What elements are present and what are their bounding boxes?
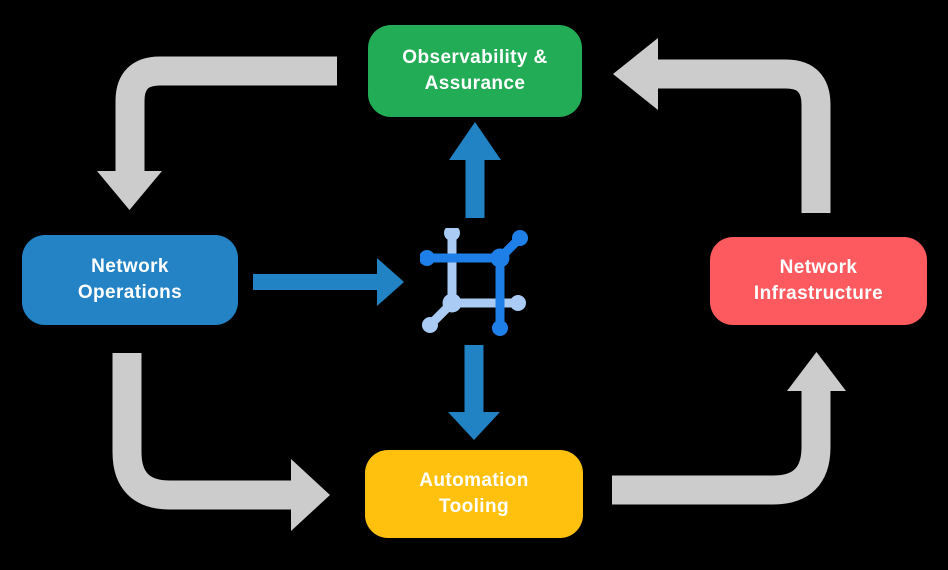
node-automation-tooling: Automation Tooling xyxy=(365,450,583,538)
blue-arrow-center-to-observability-icon xyxy=(449,122,501,218)
blue-arrow-center-to-automation-icon xyxy=(448,345,500,440)
node-observability-assurance: Observability & Assurance xyxy=(368,25,582,117)
node-operations-label: Network Operations xyxy=(77,256,183,303)
node-network-operations: Network Operations xyxy=(22,235,238,325)
node-infrastructure-label: Network Infrastructure xyxy=(753,257,884,304)
gray-arrow-observability-to-operations-icon xyxy=(97,56,337,210)
node-observability-label: Observability & Assurance xyxy=(402,47,548,94)
gray-arrow-automation-to-infrastructure-icon xyxy=(612,352,846,505)
gray-arrow-infrastructure-to-observability-icon xyxy=(613,38,831,213)
gray-arrow-operations-to-automation-icon xyxy=(112,353,330,531)
node-automation-label: Automation Tooling xyxy=(419,470,529,517)
blue-arrow-operations-to-center-icon xyxy=(253,258,404,306)
network-fabric-icon xyxy=(420,228,528,336)
node-network-infrastructure: Network Infrastructure xyxy=(710,237,927,325)
